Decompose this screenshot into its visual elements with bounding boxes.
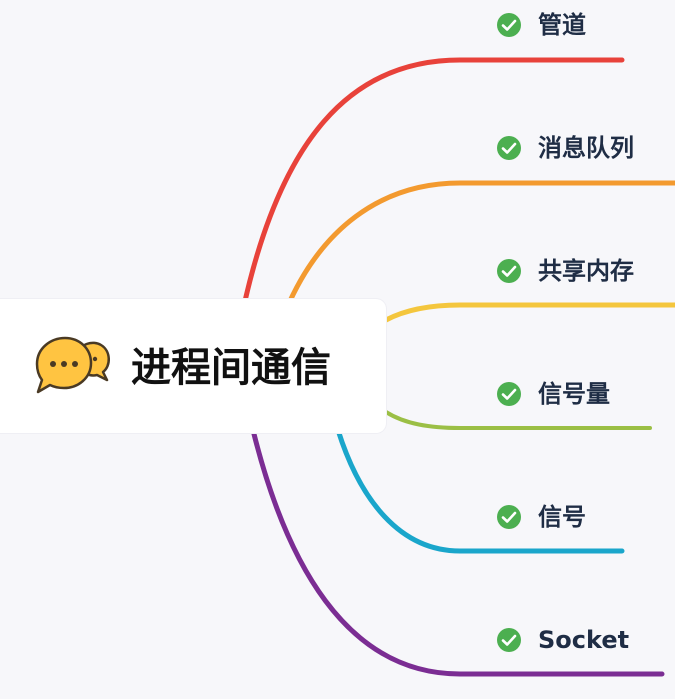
check-circle-icon <box>497 13 521 37</box>
topic-label: 信号 <box>538 503 586 531</box>
check-circle-icon <box>497 259 521 283</box>
check-circle-icon <box>497 382 521 406</box>
topic-label: 信号量 <box>538 380 610 408</box>
root-title: 进程间通信 <box>131 345 331 391</box>
branch-shared-memory <box>383 302 675 323</box>
branch-message-queue <box>283 180 675 313</box>
topic-shared-memory[interactable]: 共享内存 <box>496 255 634 287</box>
topic-label: 共享内存 <box>538 257 634 285</box>
branch-signal <box>335 427 625 554</box>
check-circle-icon <box>497 628 521 652</box>
topic-pipe[interactable]: 管道 <box>496 9 586 41</box>
topic-label: Socket <box>538 626 630 654</box>
branch-semaphore <box>384 410 652 430</box>
topic-label: 消息队列 <box>538 134 634 162</box>
branch-pipe <box>240 57 625 313</box>
topic-semaphore[interactable]: 信号量 <box>496 378 610 410</box>
topic-signal[interactable]: 信号 <box>496 501 586 533</box>
topic-message-queue[interactable]: 消息队列 <box>496 132 634 164</box>
topic-label: 管道 <box>538 11 586 39</box>
topic-socket[interactable]: Socket <box>496 624 629 656</box>
chat-bubbles-icon <box>35 336 110 394</box>
branch-socket <box>250 427 665 677</box>
check-circle-icon <box>497 505 521 529</box>
check-circle-icon <box>497 136 521 160</box>
